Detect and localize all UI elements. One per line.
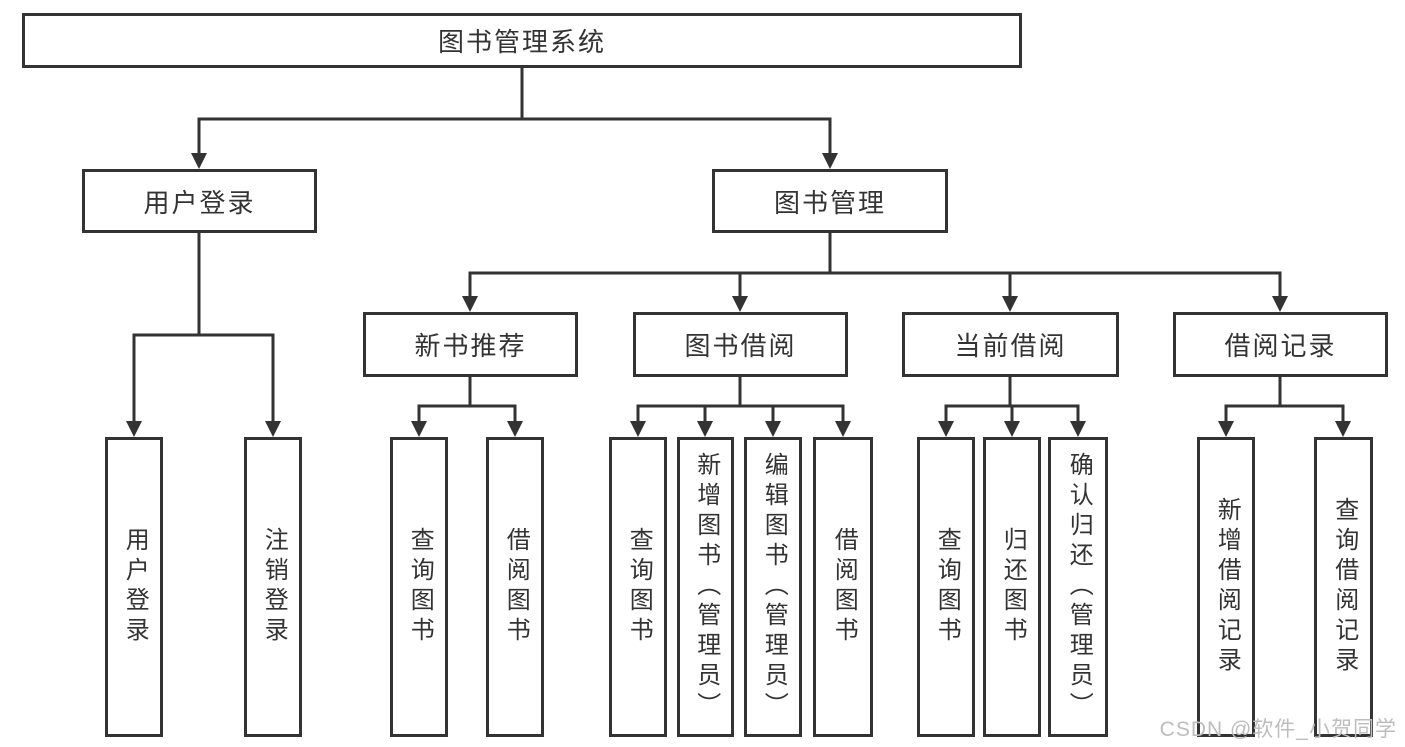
leaf-return-books: 归还图书 bbox=[983, 437, 1041, 737]
node-label: 图书借阅 bbox=[684, 331, 797, 361]
leaf-label: 确认归还（管理员） bbox=[1065, 452, 1093, 722]
leaf-label: 用户登录 bbox=[121, 527, 149, 647]
leaf-label: 查询图书 bbox=[933, 527, 961, 647]
leaf-label: 查询图书 bbox=[625, 527, 653, 647]
leaf-label: 新增图书（管理员） bbox=[692, 452, 720, 722]
node-borrow-records: 借阅记录 bbox=[1173, 312, 1388, 377]
leaf-query-books-borrowing: 查询图书 bbox=[609, 437, 667, 737]
leaf-confirm-return-admin: 确认归还（管理员） bbox=[1048, 437, 1108, 737]
leaf-add-book-admin: 新增图书（管理员） bbox=[677, 437, 734, 737]
leaf-logout: 注销登录 bbox=[244, 437, 302, 737]
leaf-label: 借阅图书 bbox=[502, 527, 530, 647]
leaf-label: 借阅图书 bbox=[830, 527, 858, 647]
leaf-label: 归还图书 bbox=[999, 527, 1027, 647]
leaf-label: 注销登录 bbox=[260, 527, 288, 647]
node-current-borrowing: 当前借阅 bbox=[902, 312, 1119, 377]
node-label: 当前借阅 bbox=[954, 331, 1067, 361]
leaf-label: 新增借阅记录 bbox=[1213, 497, 1241, 677]
node-label: 用户登录 bbox=[143, 187, 256, 218]
leaf-label: 查询借阅记录 bbox=[1330, 497, 1358, 677]
node-label: 借阅记录 bbox=[1224, 331, 1337, 361]
leaf-add-borrow-record: 新增借阅记录 bbox=[1197, 437, 1255, 737]
leaf-edit-book-admin: 编辑图书（管理员） bbox=[744, 437, 802, 737]
node-book-borrowing: 图书借阅 bbox=[633, 312, 848, 377]
leaf-query-books-current: 查询图书 bbox=[917, 437, 975, 737]
leaf-borrow-books-recommend: 借阅图书 bbox=[486, 437, 544, 737]
node-root-label: 图书管理系统 bbox=[437, 27, 606, 57]
leaf-borrow-books: 借阅图书 bbox=[813, 437, 873, 737]
node-user-login-branch: 用户登录 bbox=[82, 169, 317, 233]
node-label: 图书管理 bbox=[773, 187, 886, 218]
leaf-user-login: 用户登录 bbox=[105, 437, 163, 737]
leaf-query-borrow-record: 查询借阅记录 bbox=[1314, 437, 1373, 737]
node-label: 新书推荐 bbox=[414, 331, 527, 361]
leaf-label: 查询图书 bbox=[406, 527, 434, 647]
node-new-book-recommend: 新书推荐 bbox=[363, 312, 578, 377]
node-root: 图书管理系统 bbox=[22, 13, 1022, 68]
leaf-label: 编辑图书（管理员） bbox=[760, 452, 788, 722]
csdn-watermark: CSDN @软件_小贺同学 bbox=[1159, 718, 1397, 741]
node-book-management: 图书管理 bbox=[712, 169, 948, 233]
leaf-query-books-recommend: 查询图书 bbox=[390, 437, 448, 737]
